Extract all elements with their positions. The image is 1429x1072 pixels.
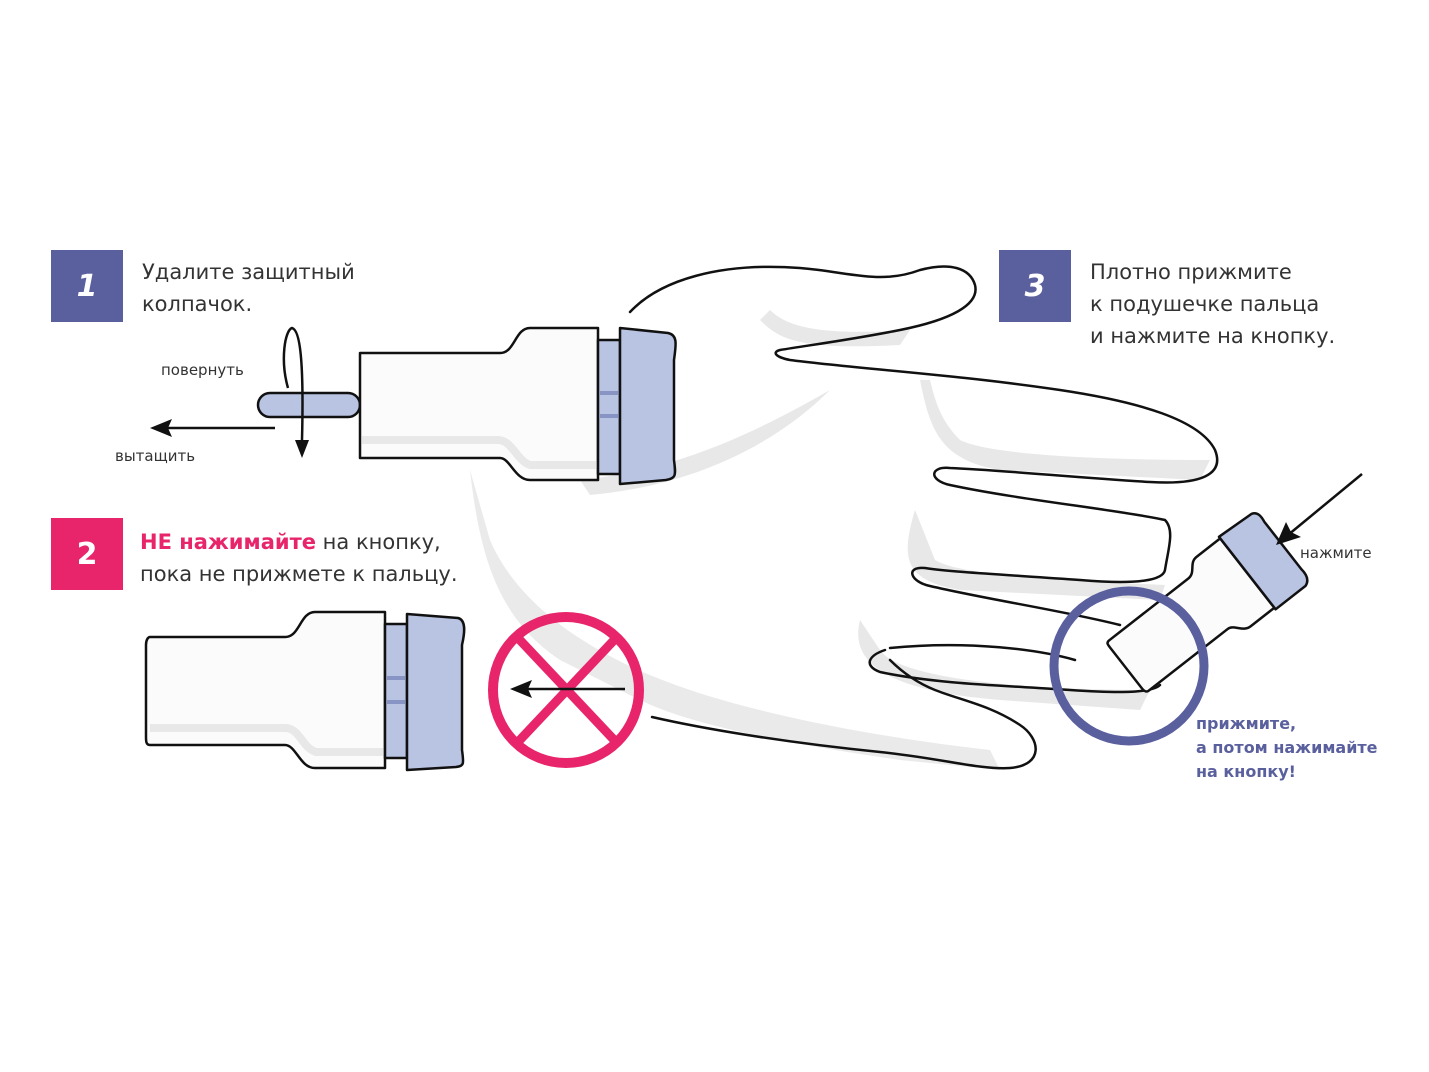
step-2-text: НЕ нажимайте на кнопку, пока не прижмете… (140, 526, 458, 590)
press-label: нажмите (1300, 544, 1372, 562)
step-1-text: Удалите защитный колпачок. (142, 256, 355, 320)
pull-label: вытащить (115, 447, 196, 465)
rotate-arrow-icon (282, 326, 309, 458)
step-2-line-2: пока не прижмете к пальцу. (140, 562, 458, 586)
step-1-line-2: колпачок. (142, 292, 253, 316)
step-1-badge: 1 (51, 250, 123, 322)
callout-line-2: а потом нажимайте (1196, 738, 1378, 757)
step-2-number: 2 (76, 536, 98, 572)
press-arrow-icon (1276, 473, 1363, 545)
step-1-line-1: Удалите защитный (142, 260, 355, 284)
callout-line-1: прижмите, (1196, 714, 1297, 733)
step-3-line-1: Плотно прижмите (1090, 260, 1292, 284)
hand-outline (628, 265, 1219, 770)
step-2-badge: 2 (51, 518, 123, 590)
step-3-badge: 3 (999, 250, 1071, 322)
step-3-text: Плотно прижмите к подушечке пальца и наж… (1090, 256, 1335, 352)
press-then-click-callout: прижмите, а потом нажимайте на кнопку! (1196, 712, 1378, 784)
prohibited-icon (488, 612, 644, 768)
rotate-label: повернуть (161, 361, 244, 379)
step-2-warning: НЕ нажимайте (140, 530, 316, 554)
step-1-number: 1 (76, 268, 98, 304)
lancet-device-top (256, 326, 677, 486)
lancet-device-bottom (144, 610, 466, 772)
callout-line-3: на кнопку! (1196, 762, 1296, 781)
pull-arrow-icon (150, 419, 275, 437)
protective-cap-stick (256, 391, 362, 419)
step-2-line-1-rest: на кнопку, (316, 530, 441, 554)
lancet-device-finger (1106, 512, 1309, 693)
step-3-line-2: к подушечке пальца (1090, 292, 1320, 316)
highlight-circle-icon (1049, 586, 1209, 746)
step-3-number: 3 (1024, 268, 1046, 304)
step-3-line-3: и нажмите на кнопку. (1090, 324, 1336, 348)
step-2-line-1: НЕ нажимайте на кнопку, (140, 526, 458, 558)
